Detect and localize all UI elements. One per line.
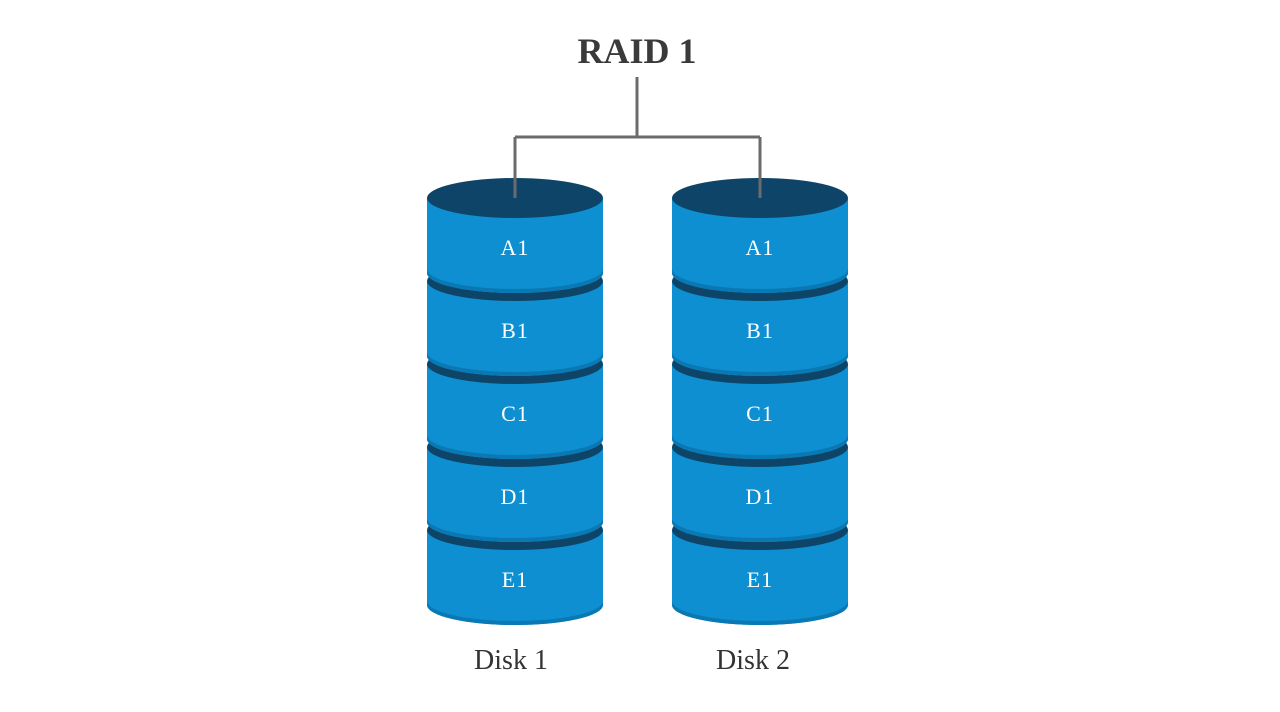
disk-2-label: Disk 2 [716,645,790,676]
cylinder-rim [427,352,603,376]
cylinder-rim [672,435,848,459]
cylinder-rim [427,601,603,625]
mirror-connector [513,77,762,198]
block-label: A1 [746,235,775,260]
disk-1-stack: E1 D1 C1 B1 A1 [427,178,603,625]
cylinder-side [427,198,603,293]
cylinder-side [672,198,848,293]
cylinder-side [427,281,603,376]
cylinder-side [672,530,848,625]
disk-1-label: Disk 1 [474,645,548,676]
cylinder-rim [672,352,848,376]
block-label: E1 [747,567,773,592]
block-label: A1 [501,235,530,260]
cylinder-side [672,281,848,376]
cylinder-rim [427,518,603,542]
block-label: C1 [746,401,774,426]
diagram-title: RAID 1 [577,31,696,71]
cylinder-side [672,364,848,459]
disk-2-stack: E1 D1 C1 B1 A1 [672,178,848,625]
block-label: B1 [501,318,529,343]
cylinder-side [427,530,603,625]
cylinder-side [672,447,848,542]
block-label: D1 [746,484,775,509]
cylinder-rim [427,269,603,293]
disk-2-block-1: A1 [672,178,848,293]
block-label: C1 [501,401,529,426]
cylinder-rim [672,601,848,625]
block-label: B1 [746,318,774,343]
block-label: D1 [501,484,530,509]
block-label: E1 [502,567,528,592]
cylinder-rim [427,435,603,459]
cylinder-side [427,447,603,542]
cylinder-rim [672,269,848,293]
cylinder-side [427,364,603,459]
cylinder-rim [672,518,848,542]
